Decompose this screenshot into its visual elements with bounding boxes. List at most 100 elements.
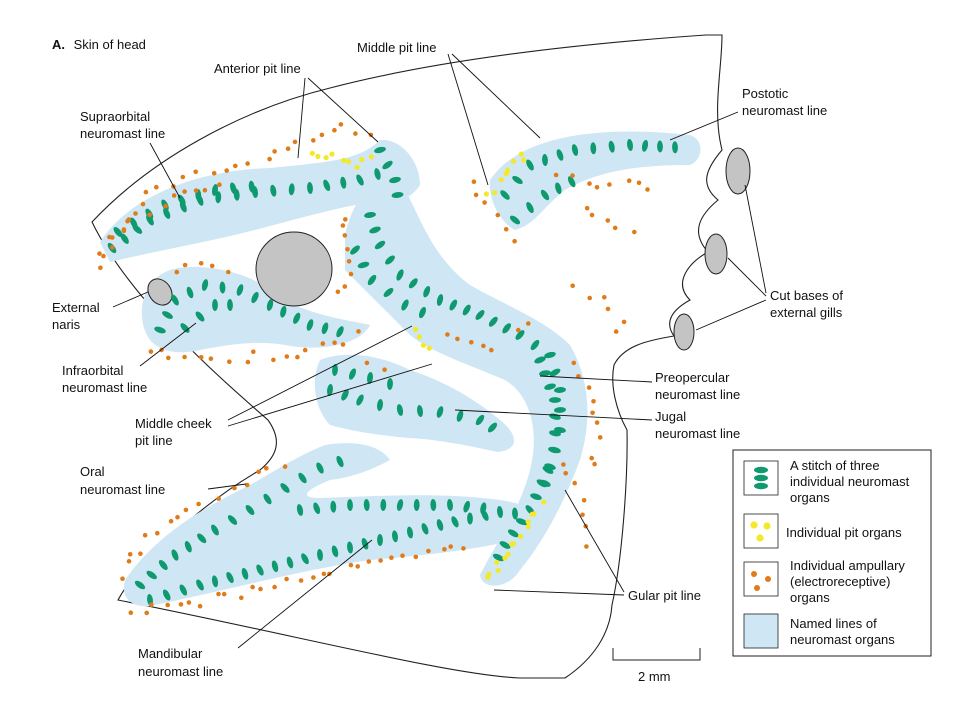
pit-organ bbox=[495, 567, 501, 574]
ampullary-organ bbox=[590, 410, 595, 416]
ampullary-organ bbox=[587, 295, 592, 301]
ampullary-organ bbox=[378, 558, 383, 563]
pit-organ bbox=[510, 541, 517, 547]
neuromast-organ bbox=[331, 545, 339, 558]
oral-mandibular-band bbox=[123, 443, 540, 607]
ampullary-organ bbox=[526, 321, 531, 326]
neuromast-organ bbox=[385, 255, 395, 265]
ampullary-organ bbox=[345, 247, 350, 252]
neuromast-organ bbox=[488, 316, 498, 327]
neuromast-organ bbox=[307, 182, 313, 194]
legend-item-ampullary: Individual ampullary (electroreceptive) … bbox=[743, 558, 905, 605]
ampullary-organ bbox=[471, 179, 477, 184]
neuromast-organ bbox=[449, 299, 458, 311]
neuromast-organ bbox=[530, 339, 540, 351]
neuromast-organ bbox=[380, 499, 387, 511]
neuromast-organ bbox=[296, 504, 304, 516]
ampullary-organ bbox=[196, 501, 201, 507]
ampullary-organ bbox=[516, 327, 521, 333]
pit-organ bbox=[492, 190, 498, 196]
ampullary-organ bbox=[576, 374, 581, 379]
neuromast-organ bbox=[423, 286, 431, 298]
ampullary-organ bbox=[311, 138, 316, 143]
ampullary-organ bbox=[342, 284, 348, 289]
leader-lines bbox=[112, 53, 767, 649]
supraorbital-band bbox=[100, 139, 420, 262]
neuromast-organ bbox=[672, 141, 678, 154]
neuromast-organ bbox=[313, 502, 321, 515]
ampullary-organ bbox=[348, 562, 354, 568]
neuromast-organ bbox=[356, 174, 364, 186]
ampullary-organ bbox=[239, 595, 244, 601]
neuromast-organ bbox=[256, 564, 264, 576]
neuromast-organ bbox=[134, 580, 146, 590]
neuromast-organ bbox=[507, 529, 519, 538]
ampullary-organ bbox=[340, 342, 346, 347]
ampullary-organ bbox=[482, 200, 487, 205]
ampullary-organ bbox=[101, 253, 106, 259]
neuromast-organ bbox=[347, 499, 353, 511]
neuromast-organ bbox=[542, 154, 548, 166]
neuromast-organ bbox=[120, 233, 129, 244]
ampullary-organ bbox=[413, 554, 419, 560]
neuromast-organ bbox=[215, 191, 222, 204]
ampullary-organ bbox=[626, 178, 632, 183]
ampullary-organ bbox=[155, 530, 160, 536]
neuromast-organs bbox=[107, 139, 678, 606]
pit-organ bbox=[525, 524, 531, 530]
label-external-naris: External naris bbox=[52, 300, 103, 332]
ampullary-organ bbox=[271, 357, 276, 363]
ampullary-organ bbox=[245, 161, 250, 166]
panel-letter: A. bbox=[52, 37, 65, 52]
neuromast-organ bbox=[515, 330, 525, 340]
pit-organ bbox=[341, 157, 347, 163]
ampullary-organ bbox=[592, 461, 597, 467]
legend-neuromast-symbol bbox=[754, 466, 768, 474]
legend-neuromast-symbol bbox=[754, 474, 768, 482]
infraorbital-band bbox=[141, 266, 370, 353]
ampullary-organ bbox=[605, 306, 611, 312]
ampullary-organ bbox=[495, 212, 501, 218]
ampullary-organ bbox=[198, 261, 204, 266]
ampullary-organ bbox=[256, 469, 262, 475]
ampullary-organ bbox=[580, 512, 585, 518]
neuromast-organ bbox=[509, 215, 521, 225]
ampullary-organ bbox=[445, 332, 450, 337]
pit-organs bbox=[309, 150, 547, 581]
ampullary-organ bbox=[282, 464, 288, 469]
ampullary-organ bbox=[356, 329, 361, 334]
ampullary-organ bbox=[355, 564, 361, 569]
ampullary-organ bbox=[216, 496, 221, 501]
pit-organ bbox=[502, 555, 508, 561]
neuromast-organ bbox=[186, 286, 194, 299]
neuromast-organ bbox=[251, 291, 259, 304]
ampullary-organ bbox=[193, 169, 198, 175]
legend-pit-symbol bbox=[756, 534, 764, 542]
ampullary-organ bbox=[175, 514, 180, 520]
pit-organ bbox=[525, 519, 531, 525]
pit-organ bbox=[518, 533, 524, 540]
ampullary-organ bbox=[138, 551, 143, 556]
neuromast-organ bbox=[451, 516, 459, 528]
neuromast-organ bbox=[336, 326, 344, 338]
ampullary-organ bbox=[142, 532, 148, 538]
neuromast-organ bbox=[212, 299, 218, 311]
scale-bar-label: 2 mm bbox=[638, 669, 671, 684]
ampullary-organ bbox=[193, 188, 199, 193]
ampullary-organ bbox=[591, 399, 596, 404]
neuromast-organ bbox=[163, 207, 171, 219]
neuromast-organ bbox=[436, 406, 444, 418]
neuromast-organ bbox=[323, 179, 331, 191]
label-postotic: Postotic neuromast line bbox=[742, 86, 827, 118]
ampullary-organ bbox=[110, 245, 115, 250]
ampullary-organ bbox=[346, 259, 352, 264]
neuromast-organ bbox=[436, 519, 444, 531]
ampullary-organ bbox=[584, 544, 589, 549]
neuromast-organ bbox=[301, 553, 309, 565]
ampullary-organ bbox=[216, 591, 221, 597]
ampullary-organ bbox=[186, 600, 192, 605]
ampullary-organ bbox=[292, 139, 298, 145]
neuromast-organ bbox=[263, 493, 272, 505]
external-naris bbox=[147, 278, 173, 306]
panel-title: A. Skin of head bbox=[52, 37, 146, 52]
